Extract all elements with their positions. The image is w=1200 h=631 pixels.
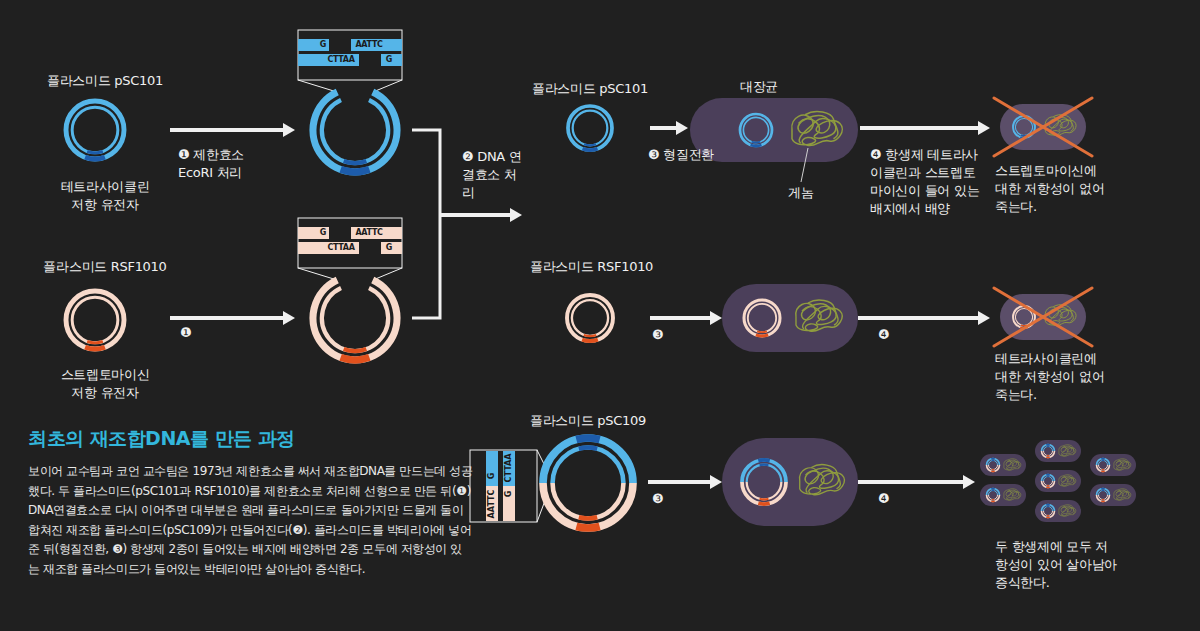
bacterium-cell-shape [722,438,858,526]
recombinant-plasmid: 플라스미드 pSC109AATTCGGCTTAA [468,412,648,537]
plasmid-name: 플라스미드 RSF1010 [530,258,650,276]
bacterium-cell-shape [722,284,858,352]
plasmid-name: 플라스미드 pSC101 [40,72,170,90]
sequence-text: AATTC [486,487,498,521]
plasmid-name: 플라스미드 RSF1010 [40,258,170,276]
dead-cell: 스트렙토마이신에 대한 저항성이 없어 죽는다. [990,100,1125,230]
sequence-text: AATTC [351,39,387,51]
cut-plasmid: G CTTAA AATTC G [295,216,410,368]
bacterium-cell [722,284,858,352]
process-arrow [648,480,712,484]
sequence-text: G [317,39,329,51]
sequence-text: AATTC [351,227,387,239]
bacterium-cell-shape [688,78,860,206]
cut-plasmid: G CTTAA AATTC G [295,28,410,180]
process-arrow [170,128,285,132]
plasmid-ring: 플라스미드 pSC101 [530,80,650,155]
bracket-line [412,130,440,318]
plasmid-ring: 플라스미드 RSF1010 스트렙토마이신 저항 유전자 [40,258,170,408]
gene-label: 스트렙토마이신 저항 유전자 [55,366,155,402]
step-label: ❹ [878,490,908,508]
sequence-text: G [486,459,498,493]
process-arrow [858,480,965,484]
cut-plasmid-shape [295,216,410,368]
process-arrow [860,126,980,130]
step-label: ❶ 제한효소 EcoRI 처리 [178,146,260,182]
sequence-text: G [383,242,395,254]
process-arrow [170,316,285,320]
result-note: 스트렙토마이신에 대한 저항성이 없어 죽는다. [995,162,1105,216]
cut-plasmid-shape [295,28,410,180]
result-note: 두 항생제에 모두 저항성이 있어 살아남아 증식한다. [995,538,1120,592]
genome-label: 게놈 [776,184,826,202]
plasmid-name: 플라스미드 pSC109 [518,412,658,430]
step-label: ❷ DNA 연결효소 처리 [462,148,524,202]
sequence-text: CTTAA [503,451,515,485]
cell-name: 대장균 [688,78,830,96]
plasmid-ring: 플라스미드 pSC101 테트라사이클린 저항 유전자 [40,72,170,222]
step-label: ❸ [652,490,682,508]
sequence-text: G [383,54,395,66]
result-note: 테트라사이클린에 대한 저항성이 없어 죽는다. [995,350,1105,404]
step-label: ❸ 형질전환 [648,146,738,164]
plasmid-ring: 플라스미드 RSF1010 [530,258,650,344]
process-arrow [858,316,980,320]
bracket-arrow [440,213,512,217]
step-label: ❹ 항생제 테트라사이클린과 스트렙토마이신이 들어 있는 배지에서 배양 [870,146,982,218]
figure-caption: 보이어 교수팀과 코언 교수팀은 1973년 제한효소를 써서 재조합DNA를 … [28,462,473,579]
process-arrow [650,316,712,320]
cell-colony: 두 항생제에 모두 저항성이 있어 살아남아 증식한다. [975,438,1140,603]
sequence-text: CTTAA [323,242,359,254]
bacterium-cell [722,438,858,526]
step-label: ❸ [652,326,682,344]
step-label: ❹ [878,326,908,344]
figure-title: 최초의 재조합DNA를 만든 과정 [28,426,448,450]
dead-cell: 테트라사이클린에 대한 저항성이 없어 죽는다. [990,290,1125,410]
step-label: ❶ [180,324,210,342]
plasmid-name: 플라스미드 pSC101 [530,80,650,98]
sequence-text: CTTAA [323,54,359,66]
bacterium-cell: 대장균게놈 [688,78,860,206]
sequence-text: G [317,227,329,239]
process-arrow [650,126,678,130]
gene-label: 테트라사이클린 저항 유전자 [55,178,155,214]
